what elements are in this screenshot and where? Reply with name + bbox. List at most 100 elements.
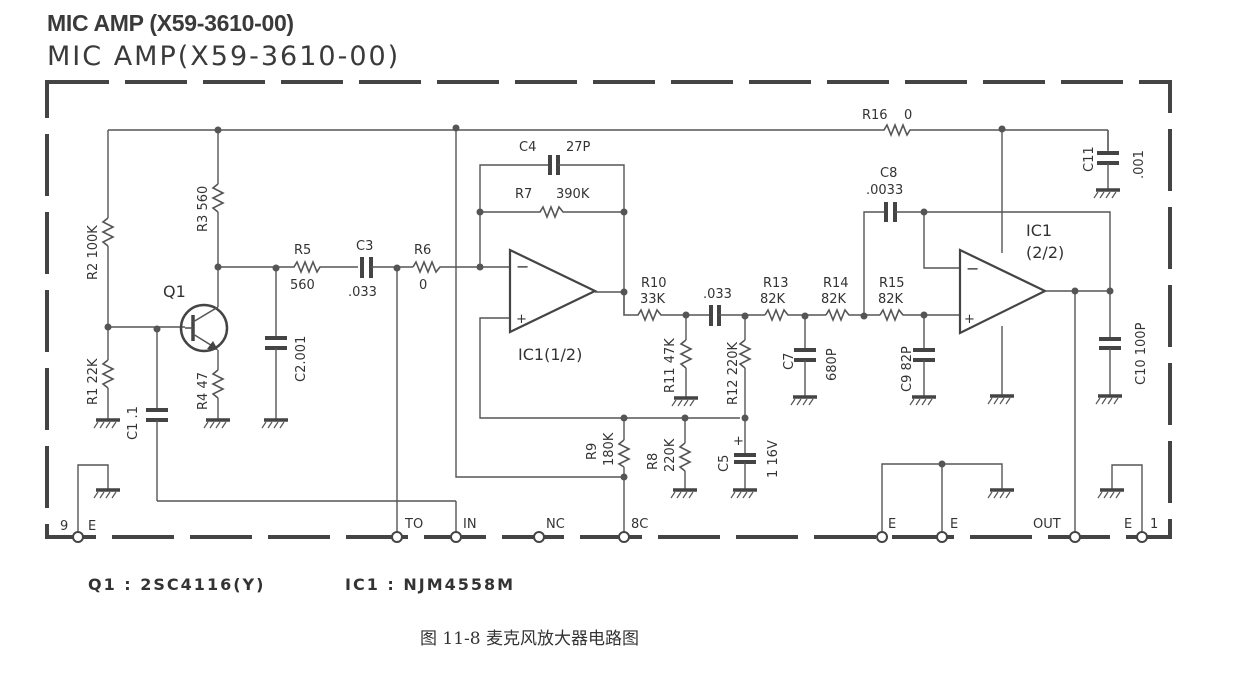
title-schematic: MIC AMP(X59-3610-00) bbox=[47, 41, 401, 72]
junction bbox=[920, 208, 928, 216]
ic1b-minus: − bbox=[966, 259, 979, 278]
c8-value: .0033 bbox=[866, 183, 903, 198]
capacitor-c9: C9 82P bbox=[900, 315, 938, 407]
opamp-ic1b: − + IC1 (2/2) bbox=[958, 129, 1110, 406]
transistor-q1: Q1 bbox=[163, 282, 229, 353]
r14-ref: R14 bbox=[823, 276, 849, 291]
c4-ref: C4 bbox=[519, 140, 536, 155]
r10-value: 33K bbox=[640, 292, 666, 307]
ic1a-minus: − bbox=[516, 257, 529, 276]
ic1b-plus: + bbox=[964, 312, 975, 327]
c3-ref: C3 bbox=[356, 239, 373, 254]
terminal-label-8c: 8C bbox=[631, 517, 648, 532]
terminal-label-to: TO bbox=[404, 517, 423, 532]
bias-wire bbox=[455, 128, 623, 478]
capacitor-c5: + C5 1 16V bbox=[717, 418, 781, 500]
terminal-label-nc: NC bbox=[546, 517, 565, 532]
r11-label: R11 47K bbox=[663, 338, 678, 393]
resistor-r10: R10 33K bbox=[623, 276, 709, 323]
junction bbox=[620, 473, 628, 481]
resistor-r9: R9 180K bbox=[585, 418, 631, 537]
ic1b-ref-line2: (2/2) bbox=[1026, 243, 1064, 262]
c7-ref: C7 bbox=[782, 353, 797, 370]
junction bbox=[476, 208, 484, 216]
resistor-r3: R3 560 bbox=[196, 130, 225, 307]
module-border bbox=[45, 80, 1172, 539]
c3-value: .033 bbox=[348, 285, 377, 300]
ground-net-right bbox=[1096, 464, 1143, 537]
r8-value: 220K bbox=[663, 438, 678, 472]
c8-ref: C8 bbox=[880, 166, 897, 181]
r10-ref: R10 bbox=[641, 276, 667, 291]
r1-label: R1 22K bbox=[86, 358, 101, 405]
resistor-r4: R4 47 bbox=[196, 350, 232, 430]
terminal-to bbox=[391, 531, 403, 543]
resistor-r8: R8 220K bbox=[646, 418, 699, 500]
figure-caption: 图 11-8 麦克风放大器电路图 bbox=[420, 629, 639, 649]
c5-polarity: + bbox=[733, 434, 744, 449]
capacitor-c2: C2.001 bbox=[260, 268, 309, 430]
capacitor-c8: C8 .0033 bbox=[863, 166, 1111, 316]
r7-ref: R7 bbox=[515, 187, 532, 202]
resistor-r2: R2 100K bbox=[86, 130, 115, 327]
r4-label: R4 47 bbox=[196, 372, 211, 410]
parts-list: Q1 : 2SC4116(Y) IC1 : NJM4558M bbox=[88, 575, 587, 594]
terminal-e3 bbox=[936, 531, 948, 543]
resistor-r16: R16 0 bbox=[862, 108, 918, 138]
resistor-r11: R11 47K bbox=[663, 315, 700, 408]
r8-ref: R8 bbox=[646, 453, 661, 470]
c11-ref: C11 bbox=[1082, 146, 1097, 172]
terminal-label-9: 9 bbox=[60, 519, 68, 534]
terminal-9-e bbox=[72, 531, 84, 543]
r13-value: 82K bbox=[760, 292, 786, 307]
capacitor-c11: C11 .001 bbox=[1082, 130, 1147, 200]
r13-ref: R13 bbox=[763, 276, 789, 291]
terminal-8c bbox=[618, 531, 630, 543]
resistor-r13: R13 82K bbox=[760, 276, 826, 323]
r5-value: 560 bbox=[290, 278, 315, 293]
junction bbox=[938, 460, 946, 468]
resistor-r15: R15 82K bbox=[878, 276, 960, 323]
terminal-label-e4: E bbox=[1124, 517, 1132, 532]
c1-label: C1 .1 bbox=[126, 406, 141, 440]
terminal-nc bbox=[533, 531, 545, 543]
r14-value: 82K bbox=[821, 292, 847, 307]
c4-value: 27P bbox=[566, 140, 591, 155]
resistor-r14: R14 82K bbox=[821, 276, 880, 323]
top-rail-wire bbox=[108, 129, 1109, 150]
r3-label: R3 560 bbox=[196, 186, 211, 232]
r7-value: 390K bbox=[556, 187, 590, 202]
opamp-ic1a: − + IC1(1/2) bbox=[479, 248, 740, 419]
r6-ref: R6 bbox=[414, 243, 431, 258]
ground-net-e bbox=[881, 463, 1016, 537]
q1-ref: Q1 bbox=[163, 282, 186, 301]
terminal-e-1 bbox=[1136, 531, 1148, 543]
r16-value: 0 bbox=[904, 108, 912, 123]
c7-value: 680P bbox=[825, 348, 840, 381]
c2-label: C2.001 bbox=[294, 336, 309, 382]
r15-value: 82K bbox=[878, 292, 904, 307]
capacitor-c10: C10 100P bbox=[1094, 291, 1149, 406]
r12-label: R12 220K bbox=[726, 341, 741, 405]
terminal-e2 bbox=[876, 531, 888, 543]
r5-ref: R5 bbox=[294, 243, 311, 258]
terminal-label-1: 1 bbox=[1150, 517, 1158, 532]
parts-ic1: IC1 : NJM4558M bbox=[345, 575, 516, 594]
ic1a-ref: IC1(1/2) bbox=[518, 345, 582, 364]
ground-net-left bbox=[77, 464, 122, 537]
terminal-out bbox=[1069, 531, 1081, 543]
terminal-in bbox=[450, 531, 462, 543]
terminal-label-e1: E bbox=[88, 519, 96, 534]
junction bbox=[620, 208, 628, 216]
r9-value: 180K bbox=[602, 432, 617, 466]
c11-value: .001 bbox=[1132, 150, 1147, 179]
title-bold: MIC AMP (X59-3610-00) bbox=[47, 10, 294, 36]
c5-value: 1 16V bbox=[766, 440, 781, 478]
capacitor-c7: C7 680P bbox=[782, 316, 840, 407]
terminals: 9 E TO IN NC 8C E E OUT E 1 bbox=[60, 517, 1158, 543]
ic1b-ref-line1: IC1 bbox=[1026, 221, 1052, 240]
terminal-label-out: OUT bbox=[1033, 517, 1061, 532]
c10-label: C10 100P bbox=[1134, 322, 1149, 385]
resistor-r5: R5 560 bbox=[290, 243, 358, 293]
